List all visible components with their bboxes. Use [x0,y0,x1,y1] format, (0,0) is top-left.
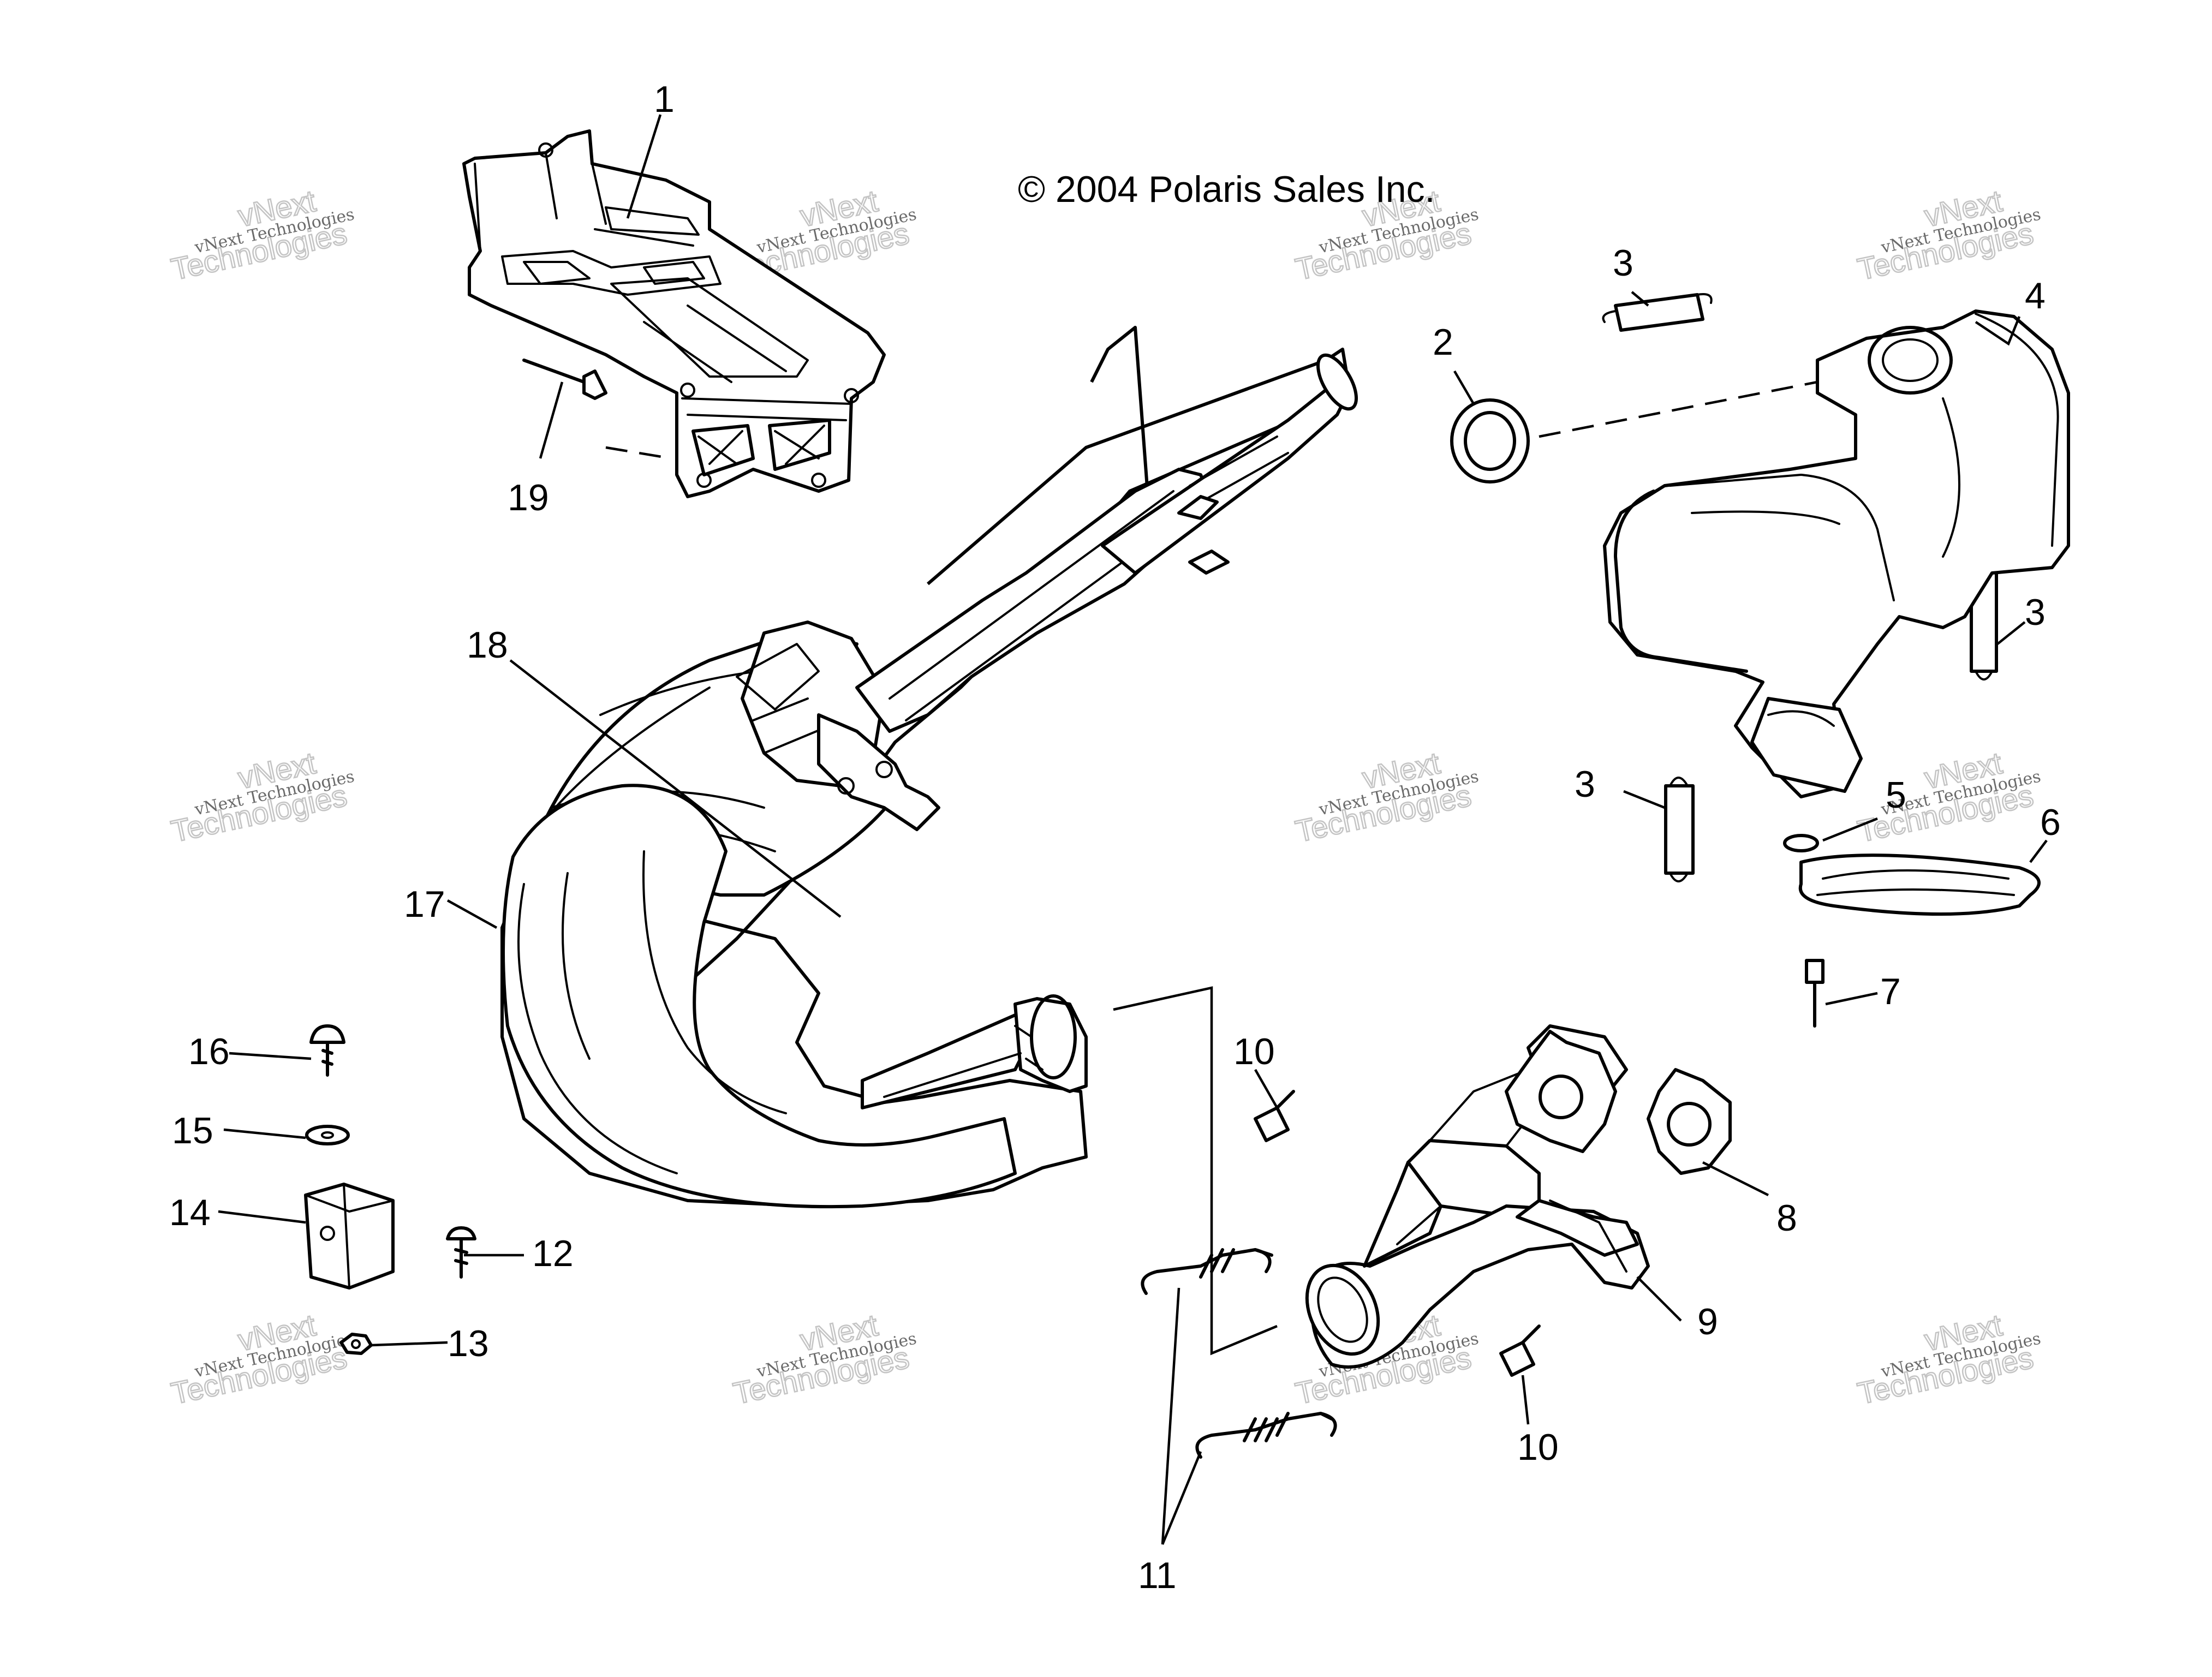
part-1-mounting-plate [462,129,886,498]
callout-5: 5 [1886,774,1906,816]
callout-11: 11 [1138,1555,1177,1596]
callout-2: 2 [1433,321,1453,363]
callout-3: 3 [1613,242,1633,284]
callout-10: 10 [1233,1031,1275,1072]
part-3-spring-top [1602,293,1713,332]
callout-17: 17 [404,884,445,925]
callout-8: 8 [1776,1197,1797,1239]
copyright-text: © 2004 Polaris Sales Inc. [1018,169,1435,210]
part-11-spring-lower [1195,1412,1337,1459]
part-4-muffler [1603,309,2070,798]
part-8-manifold-gasket [1505,1030,1732,1175]
part-17-expansion-pipe [500,326,1358,1209]
part-10-stud-lower [1499,1324,1541,1377]
part-3-spring-middle [1664,777,1695,882]
callout-13: 13 [448,1323,489,1364]
part-13-nut [339,1333,373,1355]
callout-3: 3 [2025,592,2046,633]
part-15-washer [305,1125,350,1145]
part-7-bolt [1805,959,1825,1028]
part-11-spring-upper [1141,1248,1273,1295]
assembly-reference-lines [1113,986,1278,1356]
part-10-stud-upper [1254,1090,1295,1142]
callout-12: 12 [532,1233,574,1274]
part-19-rivet [522,359,672,460]
callout-3: 3 [1575,763,1595,805]
callout-16: 16 [188,1031,230,1072]
callout-10: 10 [1517,1427,1559,1468]
leader-lines [218,114,2048,1545]
part-2-gasket-ring [1450,380,1818,484]
callout-15: 15 [172,1110,213,1151]
callout-6: 6 [2040,802,2061,843]
callout-18: 18 [467,624,508,666]
callout-9: 9 [1697,1301,1718,1342]
callout-7: 7 [1880,971,1901,1012]
part-16-bolt [309,1024,345,1077]
part-12-bolt [446,1226,476,1279]
callout-numbers: 1 2 3 4 3 3 5 6 7 8 9 10 10 11 12 13 14 … [169,79,2061,1596]
callout-4: 4 [2025,275,2046,317]
part-17-pipe-outlet [861,994,1088,1109]
callout-19: 19 [508,477,549,518]
part-6-grommet [1798,854,2041,916]
part-14-bracket [304,1183,395,1290]
callout-14: 14 [169,1192,211,1233]
part-5-washer [1783,834,1819,852]
callout-1: 1 [654,79,675,120]
